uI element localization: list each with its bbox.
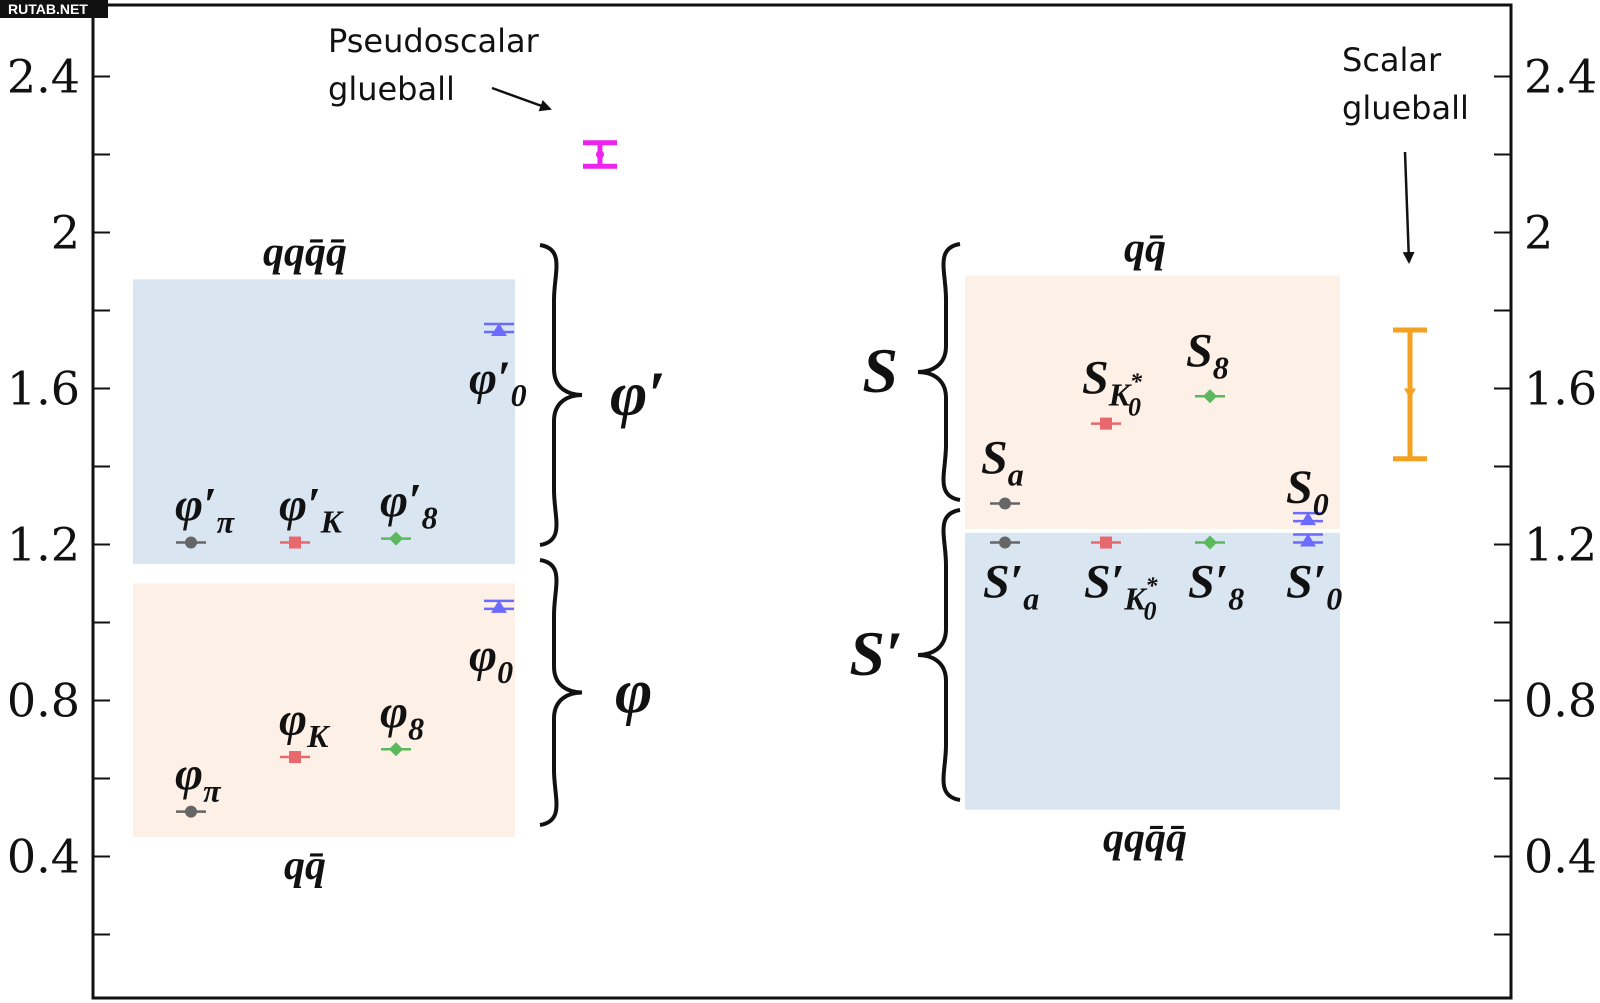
brace-label-1: φ [615, 656, 652, 727]
y-tick-label-left: 0.4 [7, 830, 80, 884]
watermark-text: RUTAB.NET [8, 1, 88, 17]
point-marker-11 [1300, 512, 1316, 526]
scalar-glueball-label-line: Scalar [1342, 41, 1442, 79]
point-label-3: φ′0 [469, 352, 527, 413]
point-label-8: Sa [981, 432, 1024, 493]
pseudoscalar-glueball-label-line: Pseudoscalar [328, 22, 540, 60]
pseudoscalar-glueball-label-line: glueball [328, 70, 455, 108]
point-marker-12 [999, 536, 1011, 549]
scalar-glueball-label-line: glueball [1342, 89, 1469, 127]
plot-frame [91, 3, 1513, 1000]
y-tick-label-right: 0.4 [1524, 830, 1597, 884]
y-tick-label-right: 0.8 [1524, 674, 1597, 728]
labels-layer: qqq̄q̄ qq̄ qq̄ qqq̄q̄ φ′ φ S S′ φ′π φ′K φ′8 φ′0 φπφK… [175, 22, 1469, 889]
point-marker-7 [491, 599, 507, 613]
point-marker-8 [999, 497, 1011, 510]
glueballs-layer [491, 86, 1427, 462]
band-right-2 [965, 275, 1340, 529]
point-marker-10 [1203, 389, 1217, 404]
band-left-0 [133, 279, 515, 564]
y-tick-label-right: 2.4 [1524, 50, 1597, 104]
brace-s-prime [917, 508, 961, 802]
point-label-4: φπ [175, 748, 222, 809]
band-label-2: qq̄ [1124, 225, 1166, 271]
point-marker-3 [491, 322, 507, 336]
point-marker-9 [1100, 417, 1112, 430]
band-label-1: qq̄ [284, 843, 326, 889]
band-right-3 [965, 532, 1340, 810]
brace-label-0: φ′ [610, 358, 665, 429]
axes-layer: 2.4 2.4 2 2 1.6 1.6 1.2 1.2 0.8 0.8 0.4 0.4 [7, 50, 1597, 936]
point-label-1: φ′K [279, 479, 345, 540]
point-label-10: S8 [1186, 324, 1229, 385]
point-label-13: S′K*0 [1084, 556, 1159, 626]
y-tick-label-left: 0.8 [7, 674, 80, 728]
point-label-2: φ′8 [380, 475, 438, 536]
point-marker-6 [389, 742, 403, 757]
point-label-11: S0 [1286, 461, 1329, 522]
scalar-glueball-marker [1404, 388, 1416, 399]
point-label-9: SK*0 [1082, 352, 1143, 422]
y-tick-label-right: 2 [1524, 206, 1553, 260]
bands-layer [133, 275, 1340, 837]
point-label-14: S′8 [1188, 556, 1244, 617]
y-tick-label-left: 2.4 [7, 50, 80, 104]
points-layer [176, 322, 1323, 818]
pseudoscalar-glueball-marker [596, 150, 604, 159]
y-tick-label-right: 1.2 [1524, 518, 1597, 572]
point-label-7: φ0 [469, 629, 513, 690]
point-label-0: φ′π [175, 479, 236, 540]
brace-s [917, 242, 961, 502]
point-marker-5 [289, 751, 301, 764]
brace-phi [539, 558, 583, 827]
brace-label-3: S′ [849, 618, 903, 689]
point-label-6: φ8 [380, 685, 424, 746]
point-marker-4 [185, 805, 197, 818]
point-label-5: φK [279, 693, 331, 754]
band-label-0: qqq̄q̄ [263, 229, 347, 275]
y-tick-label-left: 1.6 [7, 362, 80, 416]
band-left-1 [133, 583, 515, 837]
y-tick-label-left: 2 [51, 206, 80, 260]
band-label-3: qqq̄q̄ [1103, 816, 1187, 862]
point-label-12: S′a [983, 556, 1039, 617]
point-marker-0 [185, 536, 197, 549]
point-label-15: S′0 [1286, 556, 1342, 617]
scalar-glueball-arrow [1402, 151, 1415, 264]
pseudoscalar-glueball-arrow [491, 86, 552, 112]
point-marker-15 [1300, 533, 1316, 547]
y-tick-label-left: 1.2 [7, 518, 80, 572]
point-marker-1 [289, 536, 301, 549]
point-marker-13 [1100, 536, 1112, 549]
braces-layer [539, 242, 961, 827]
y-tick-label-right: 1.6 [1524, 362, 1597, 416]
point-marker-14 [1203, 535, 1217, 550]
point-marker-2 [389, 531, 403, 546]
brace-phi-prime [539, 243, 583, 547]
watermark-background [0, 0, 108, 18]
brace-label-2: S [862, 335, 898, 406]
